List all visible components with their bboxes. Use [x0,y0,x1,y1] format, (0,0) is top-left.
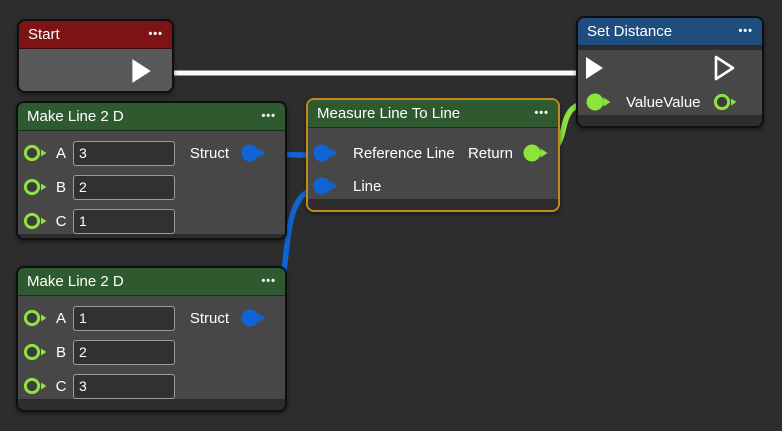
value-input-b[interactable] [73,339,175,365]
node-make-line-2d-bottom[interactable]: Make Line 2 D ••• A Struct B C [16,266,287,412]
node-set-distance-header[interactable]: Set Distance ••• [578,18,762,46]
value-output-pin[interactable] [713,92,739,112]
line-input-pin[interactable] [313,176,339,196]
exec-output-pin[interactable] [712,55,736,81]
reference-line-label: Reference Line [353,144,455,162]
node-set-distance[interactable]: Set Distance ••• Value Value [576,16,764,128]
value-input-c[interactable] [73,208,175,234]
reference-line-row: Reference Line Return [308,140,558,166]
reference-line-input-pin[interactable] [313,143,339,163]
node-make-line-bottom-header[interactable]: Make Line 2 D ••• [18,268,285,296]
node-set-distance-title: Set Distance [587,23,673,40]
struct-output-label: Struct [189,144,229,162]
value-input-b[interactable] [73,174,175,200]
value-input-a[interactable] [73,140,175,166]
input-row-c: C [18,208,285,234]
input-row-b: B [18,174,285,200]
number-input-pin[interactable] [23,211,49,231]
ellipsis-menu-icon[interactable]: ••• [261,275,276,287]
value-input-label: Value [626,93,664,111]
node-start[interactable]: Start ••• [17,19,174,93]
input-row-a: A Struct [18,140,285,166]
ellipsis-menu-icon[interactable]: ••• [534,107,549,119]
node-make-line-top-title: Make Line 2 D [27,108,124,125]
exec-output-pin[interactable] [128,57,154,85]
node-make-line-bottom-title: Make Line 2 D [27,273,124,290]
field-label-c: C [55,377,67,395]
ellipsis-menu-icon[interactable]: ••• [261,110,276,122]
node-measure-title: Measure Line To Line [317,105,461,122]
input-row-c: C [18,373,285,399]
value-output-label: Value [663,93,701,111]
input-row-b: B [18,339,285,365]
value-input-c[interactable] [73,373,175,399]
number-input-pin[interactable] [23,376,49,396]
number-input-pin[interactable] [23,143,49,163]
exec-row [578,50,762,86]
ellipsis-menu-icon[interactable]: ••• [738,25,753,37]
value-input-pin[interactable] [586,92,612,112]
field-label-a: A [55,144,66,162]
node-measure-header[interactable]: Measure Line To Line ••• [308,100,558,128]
line-row: Line [308,173,558,199]
struct-output-pin[interactable] [241,143,267,163]
number-input-pin[interactable] [23,308,49,328]
struct-output-label: Struct [189,309,229,327]
exec-input-pin[interactable] [582,55,606,81]
node-make-line-top-header[interactable]: Make Line 2 D ••• [18,103,285,131]
node-make-line-2d-top[interactable]: Make Line 2 D ••• A Struct B C [16,101,287,240]
field-label-a: A [55,309,66,327]
node-measure-line-to-line[interactable]: Measure Line To Line ••• Reference Line … [306,98,560,212]
number-input-pin[interactable] [23,342,49,362]
return-output-pin[interactable] [523,143,549,163]
value-row: Value Value [578,89,762,115]
field-label-b: B [55,343,66,361]
node-start-title: Start [28,26,60,43]
line-label: Line [353,177,382,195]
input-row-a: A Struct [18,305,285,331]
node-start-header[interactable]: Start ••• [19,21,172,49]
ellipsis-menu-icon[interactable]: ••• [148,28,163,40]
struct-output-pin[interactable] [241,308,267,328]
field-label-b: B [55,178,66,196]
number-input-pin[interactable] [23,177,49,197]
value-input-a[interactable] [73,305,175,331]
return-output-label: Return [467,144,513,162]
field-label-c: C [55,212,67,230]
